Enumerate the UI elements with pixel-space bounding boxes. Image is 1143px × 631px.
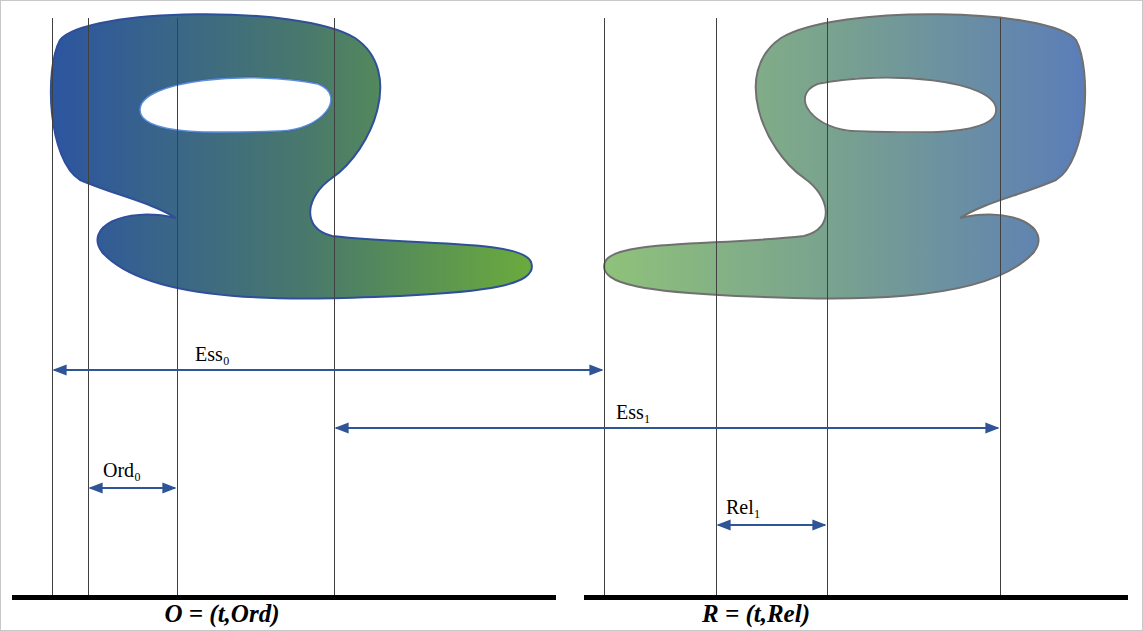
interval-label: Ess₀ — [193, 343, 232, 366]
tuple-label: O = (t,Ord) — [163, 600, 282, 629]
interval-label: Ess₁ — [614, 401, 653, 424]
interval-label: Rel₁ — [724, 496, 763, 519]
boundary-lines — [53, 18, 1001, 596]
blob-right — [604, 14, 1085, 298]
tuple-label: R = (t,Rel) — [700, 600, 812, 629]
interval-arrows — [54, 370, 998, 525]
blob-left — [51, 14, 532, 298]
interval-label: Ord₀ — [101, 459, 143, 482]
timeline-bars — [12, 595, 1128, 600]
